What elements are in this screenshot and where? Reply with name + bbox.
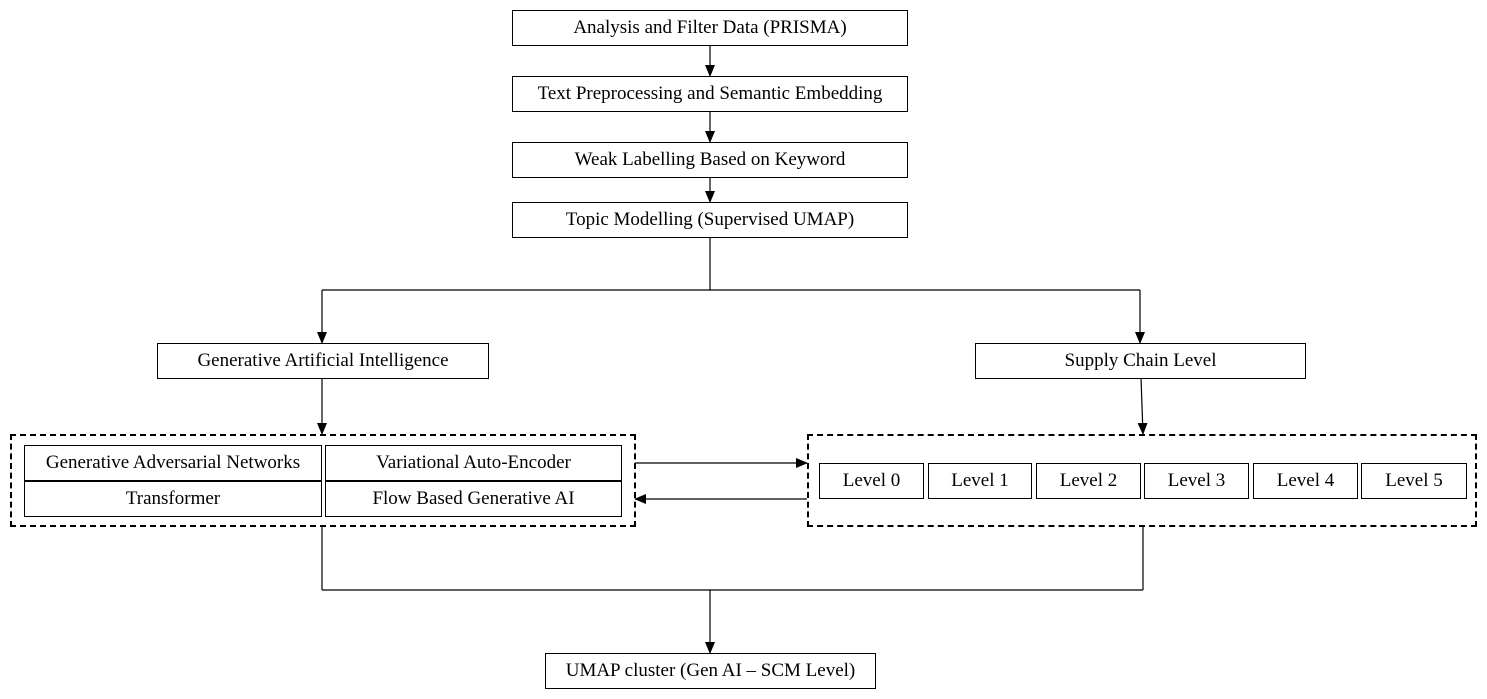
genai-title-box: Generative Artificial Intelligence	[157, 343, 489, 379]
level-2: Level 2	[1036, 463, 1141, 499]
model-flow-based: Flow Based Generative AI	[325, 481, 622, 517]
arrow-scm-to-levels	[1137, 377, 1148, 435]
genai-models-group	[10, 434, 636, 527]
model-gan: Generative Adversarial Networks	[24, 445, 322, 481]
model-vae: Variational Auto-Encoder	[325, 445, 622, 481]
scm-levels-group	[807, 434, 1477, 527]
level-0: Level 0	[819, 463, 924, 499]
level-4: Level 4	[1253, 463, 1358, 499]
level-1: Level 1	[928, 463, 1032, 499]
level-5: Level 5	[1361, 463, 1467, 499]
model-transformer: Transformer	[24, 481, 322, 517]
level-3: Level 3	[1144, 463, 1249, 499]
step-topic-modelling: Topic Modelling (Supervised UMAP)	[512, 202, 908, 238]
step-analysis-filter-data: Analysis and Filter Data (PRISMA)	[512, 10, 908, 46]
step-text-preprocessing: Text Preprocessing and Semantic Embeddin…	[512, 76, 908, 112]
scm-title-box: Supply Chain Level	[975, 343, 1306, 379]
step-weak-labelling: Weak Labelling Based on Keyword	[512, 142, 908, 178]
result-umap-cluster: UMAP cluster (Gen AI – SCM Level)	[545, 653, 876, 689]
